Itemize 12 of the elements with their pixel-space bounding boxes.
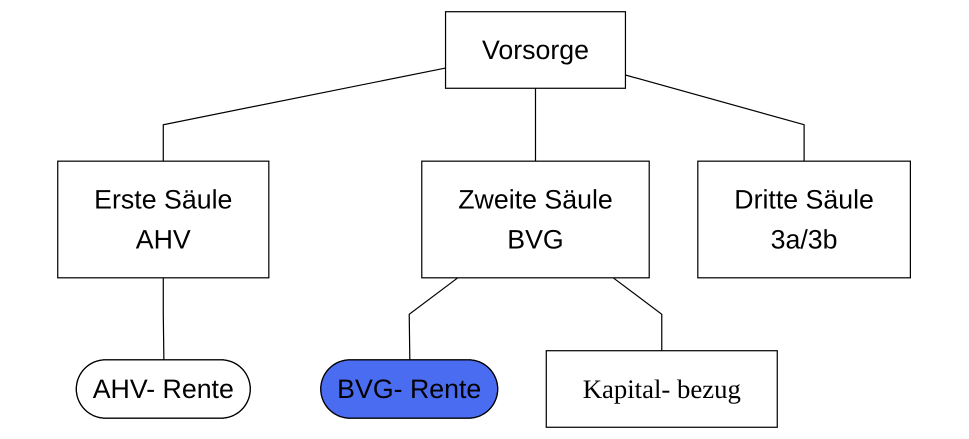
connector	[409, 277, 459, 360]
connector	[535, 88, 537, 162]
node-box	[58, 160, 270, 278]
node-box	[546, 350, 778, 428]
node-box	[422, 160, 650, 278]
connector	[163, 278, 165, 360]
connector	[613, 277, 663, 351]
diagram: Vorsorge Erste Säule AHV Zweite Säule BVG Dritte Säule 3a/3b AHV- Rente BVG- Rente Kapital- bezug	[48, 2, 921, 437]
connector	[163, 67, 446, 162]
connector	[626, 74, 806, 162]
node-box	[445, 11, 626, 89]
node-box	[698, 160, 912, 278]
